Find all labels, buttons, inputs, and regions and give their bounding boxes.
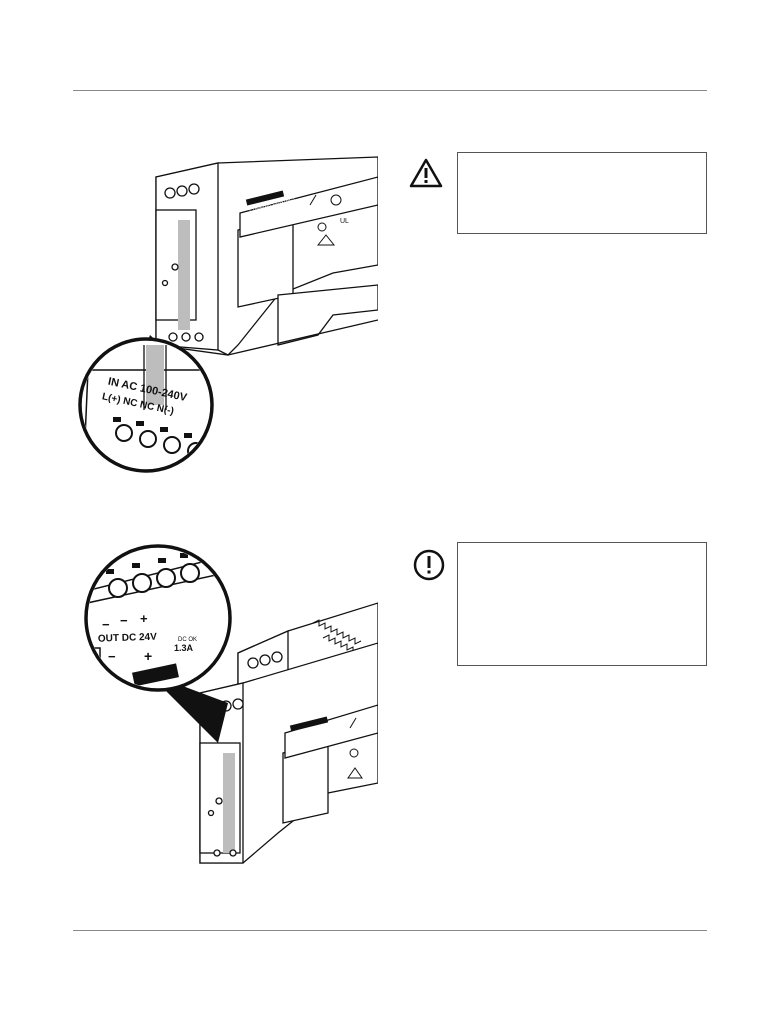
warning-triangle-icon <box>409 157 443 194</box>
svg-text:UL: UL <box>340 218 349 225</box>
warning-notice-box <box>457 152 707 234</box>
plus-sign-3: + <box>166 660 174 676</box>
footer-rule <box>73 930 707 931</box>
minus-sign-3: − <box>108 649 116 664</box>
dc-ok-label: DC OK <box>178 637 197 643</box>
minus-sign-1: − <box>102 617 110 632</box>
output-voltage-label: OUT DC 24V <box>98 632 158 645</box>
input-terminal-illustration: PHOENIX CONTACT UL <box>78 155 378 490</box>
attention-notice-box <box>457 542 707 666</box>
header-rule <box>73 90 707 91</box>
minus-sign-2: − <box>120 613 128 628</box>
attention-circle-icon <box>412 548 446 587</box>
plus-sign-2: + <box>144 648 152 664</box>
plus-sign-1: + <box>140 611 148 626</box>
output-current-label: 1.3A <box>174 643 194 653</box>
output-terminal-illustration: PHOENIX CONTACT <box>78 543 378 873</box>
